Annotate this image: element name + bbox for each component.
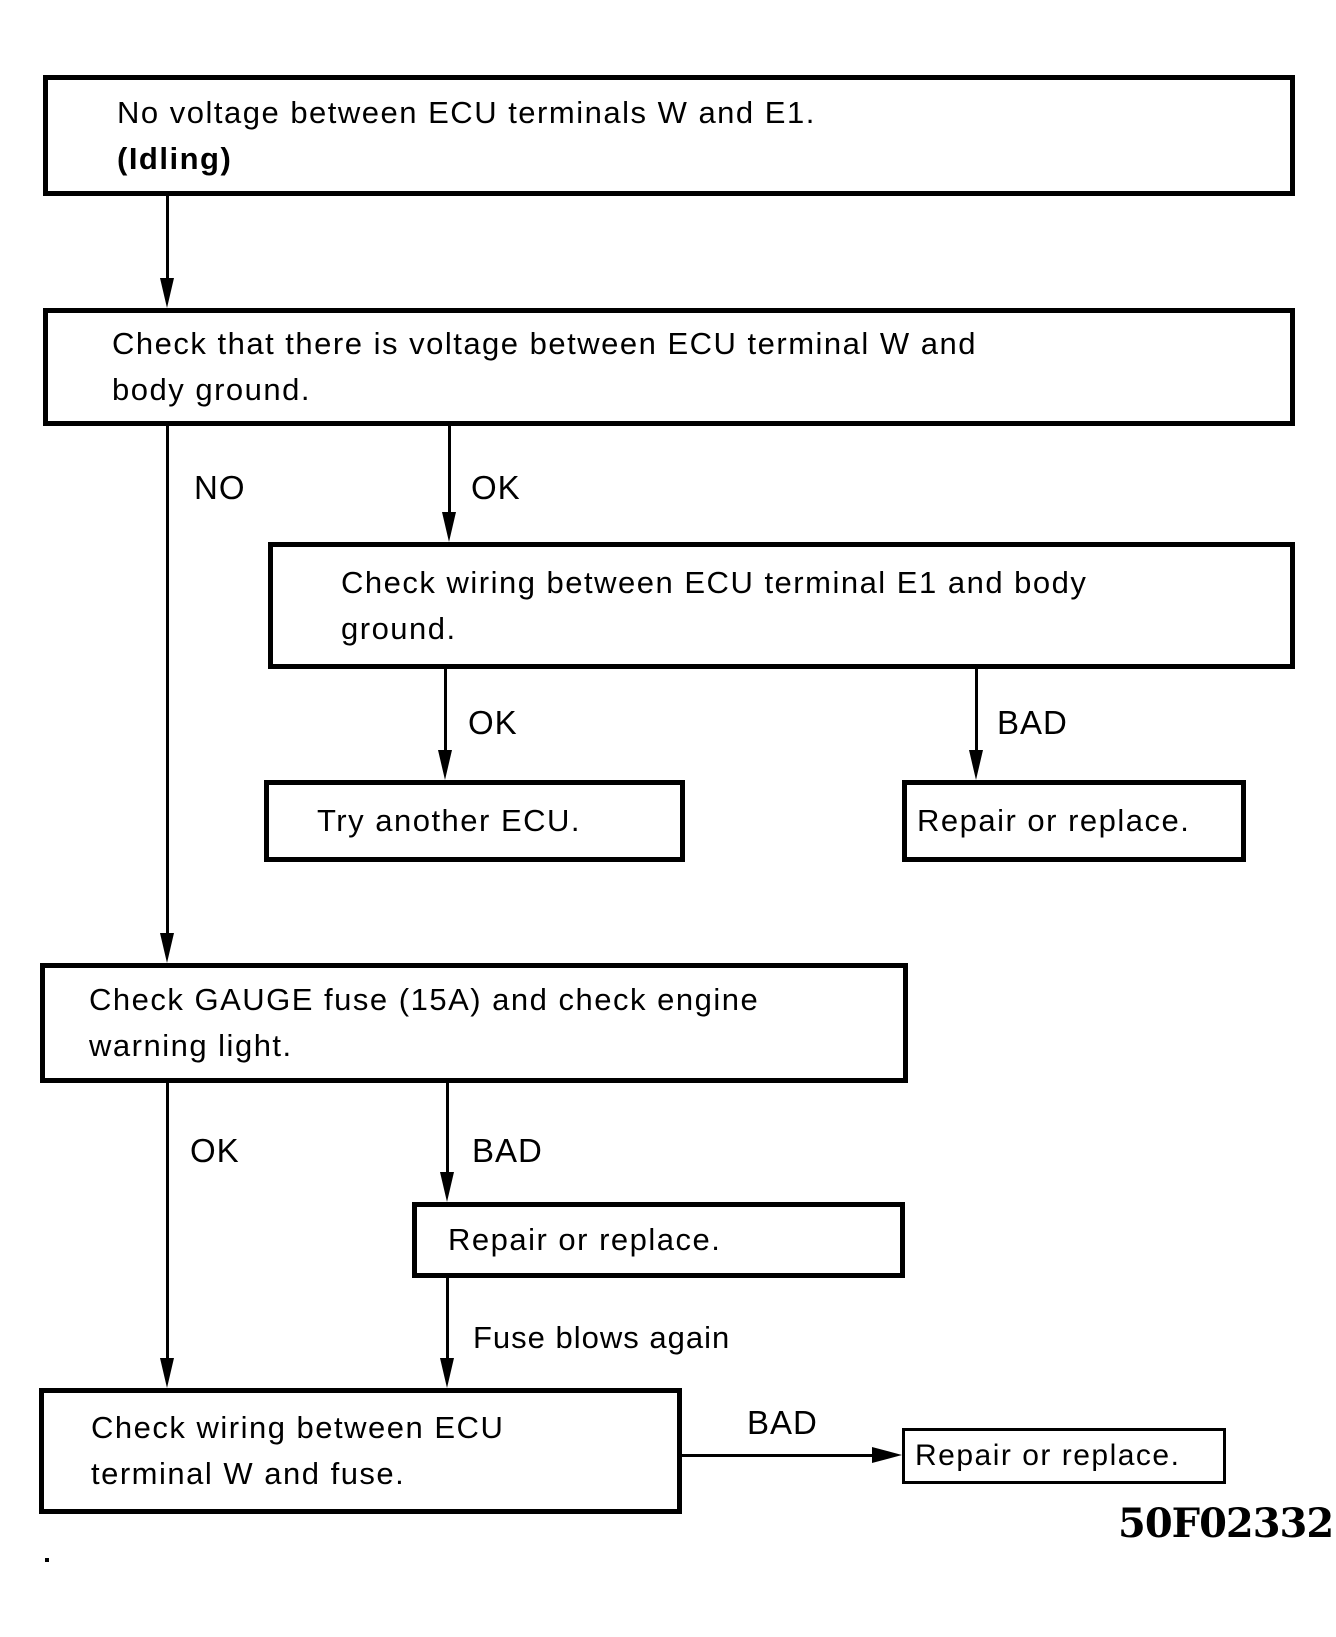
edge-bad-to-repair-1 — [975, 669, 978, 750]
edge-label-ok-3: OK — [190, 1132, 240, 1169]
arrowhead-right-icon — [872, 1447, 902, 1463]
edge-label-ok-2: OK — [468, 704, 518, 741]
scan-speck — [45, 1558, 49, 1562]
figure-code: 50F02332 — [1118, 1500, 1334, 1547]
node-check-gauge-fuse-line1: Check GAUGE fuse (15A) and check engine — [89, 982, 760, 1017]
arrowhead-down-icon — [969, 750, 983, 780]
node-repair-replace-2-text: Repair or replace. — [448, 1222, 722, 1257]
edge-bad-to-repair-2 — [446, 1083, 449, 1172]
node-check-voltage-line1: Check that there is voltage between ECU … — [112, 326, 977, 361]
node-check-wiring-e1: Check wiring between ECU terminal E1 and… — [268, 542, 1295, 669]
node-start: No voltage between ECU terminals W and E… — [43, 75, 1295, 196]
node-try-another-ecu: Try another ECU. — [264, 780, 685, 862]
edge-ok-to-check-wiring-e1 — [448, 426, 451, 512]
node-check-voltage-line2: body ground. — [112, 372, 311, 407]
node-repair-replace-3-text: Repair or replace. — [915, 1439, 1181, 1472]
arrowhead-down-icon — [440, 1172, 454, 1202]
arrowhead-down-icon — [160, 1358, 174, 1388]
edge-label-no-1: NO — [194, 469, 246, 506]
node-check-gauge-fuse: Check GAUGE fuse (15A) and check engine … — [40, 963, 908, 1083]
edge-ok-to-try-another-ecu — [444, 669, 447, 750]
node-repair-replace-1: Repair or replace. — [902, 780, 1246, 862]
node-check-wiring-w-line2: terminal W and fuse. — [91, 1456, 406, 1491]
edge-label-bad-1: BAD — [997, 704, 1068, 741]
node-check-wiring-w-line1: Check wiring between ECU — [91, 1410, 505, 1445]
node-repair-replace-3: Repair or replace. — [902, 1428, 1226, 1484]
node-check-wiring-e1-line2: ground. — [341, 610, 457, 646]
arrowhead-down-icon — [442, 512, 456, 542]
edge-label-ok-1: OK — [471, 469, 521, 506]
edge-label-bad-3: BAD — [747, 1404, 818, 1441]
edge-ok-to-check-wiring-w — [166, 1083, 169, 1358]
node-repair-replace-1-text: Repair or replace. — [917, 803, 1191, 838]
edge-fuse-blows-again — [446, 1278, 449, 1358]
edge-start-to-check-voltage — [166, 196, 169, 281]
edge-bad-to-repair-3 — [682, 1454, 872, 1457]
arrowhead-down-icon — [438, 750, 452, 780]
node-check-wiring-w: Check wiring between ECU terminal W and … — [39, 1388, 682, 1514]
edge-label-fuse-blows-again: Fuse blows again — [473, 1320, 731, 1355]
edge-no-to-check-gauge-fuse — [166, 426, 169, 933]
node-start-line2: (Idling) — [117, 140, 233, 176]
node-try-another-ecu-text: Try another ECU. — [317, 803, 582, 838]
node-repair-replace-2: Repair or replace. — [412, 1202, 905, 1278]
node-start-line1: No voltage between ECU terminals W and E… — [117, 94, 816, 130]
node-check-wiring-e1-line1: Check wiring between ECU terminal E1 and… — [341, 564, 1088, 600]
node-check-voltage: Check that there is voltage between ECU … — [43, 308, 1295, 426]
node-check-gauge-fuse-line2: warning light. — [89, 1028, 293, 1063]
arrowhead-down-icon — [160, 933, 174, 963]
arrowhead-down-icon — [440, 1358, 454, 1388]
arrowhead-down-icon — [160, 278, 174, 308]
edge-label-bad-2: BAD — [472, 1132, 543, 1169]
